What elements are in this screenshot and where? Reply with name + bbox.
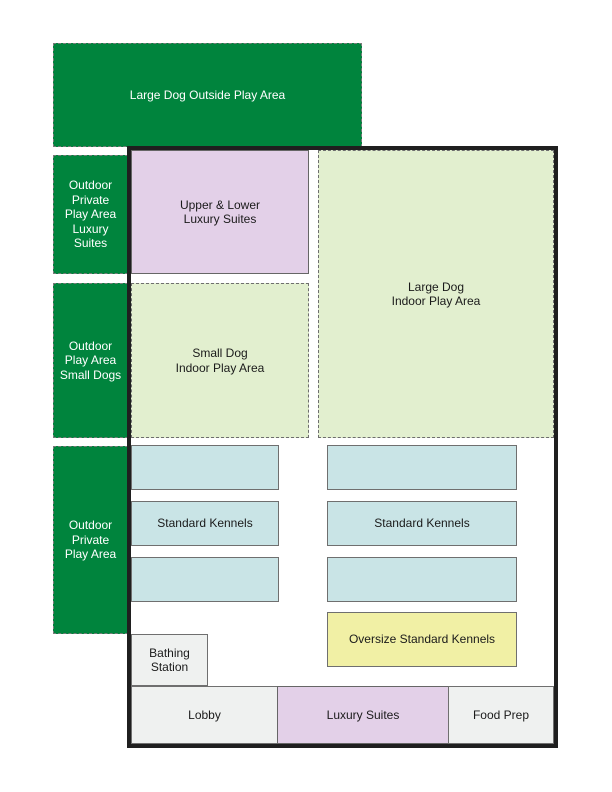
- large-dog-indoor-play-area: Large Dog Indoor Play Area: [318, 150, 554, 438]
- outdoor-private-label: Outdoor Private Play Area: [64, 518, 117, 562]
- outdoor-private-play-area: Outdoor Private Play Area: [53, 446, 128, 634]
- large-dog-indoor-label: Large Dog Indoor Play Area: [391, 279, 481, 309]
- food-prep: Food Prep: [448, 686, 554, 744]
- kennel-left-top: [131, 445, 279, 490]
- food-prep-label: Food Prep: [472, 707, 530, 722]
- oversize-kennels-label: Oversize Standard Kennels: [348, 632, 496, 647]
- kennel-right-bottom: [327, 557, 517, 602]
- standard-kennels-right: Standard Kennels: [327, 501, 517, 546]
- large-dog-outside-label: Large Dog Outside Play Area: [129, 87, 286, 102]
- standard-kennels-left: Standard Kennels: [131, 501, 279, 546]
- oversize-standard-kennels: Oversize Standard Kennels: [327, 612, 517, 667]
- luxury-suites: Luxury Suites: [277, 686, 449, 744]
- upper-lower-suites-label: Upper & Lower Luxury Suites: [179, 197, 261, 227]
- luxury-suites-label: Luxury Suites: [326, 707, 400, 722]
- bathing-station-label: Bathing Station: [149, 645, 190, 675]
- small-dog-indoor-label: Small Dog Indoor Play Area: [175, 346, 265, 375]
- outdoor-small-dogs-label: Outdoor Play Area Small Dogs: [59, 338, 122, 382]
- kennel-left-bottom: [131, 557, 279, 602]
- outdoor-private-luxury-label: Outdoor Private Play Area Luxury Suites: [64, 178, 117, 251]
- bathing-station: Bathing Station: [131, 634, 208, 686]
- building-outline: [127, 146, 558, 748]
- upper-lower-luxury-suites: Upper & Lower Luxury Suites: [131, 150, 309, 274]
- outdoor-play-area-small-dogs: Outdoor Play Area Small Dogs: [53, 283, 128, 438]
- lobby: Lobby: [131, 686, 278, 744]
- large-dog-outside-play-area: Large Dog Outside Play Area: [53, 43, 362, 147]
- standard-kennels-left-label: Standard Kennels: [157, 516, 253, 531]
- kennel-right-top: [327, 445, 517, 490]
- standard-kennels-right-label: Standard Kennels: [374, 516, 470, 531]
- lobby-label: Lobby: [188, 707, 221, 722]
- outdoor-private-play-area-luxury-suites: Outdoor Private Play Area Luxury Suites: [53, 155, 128, 274]
- small-dog-indoor-play-area: Small Dog Indoor Play Area: [131, 283, 309, 438]
